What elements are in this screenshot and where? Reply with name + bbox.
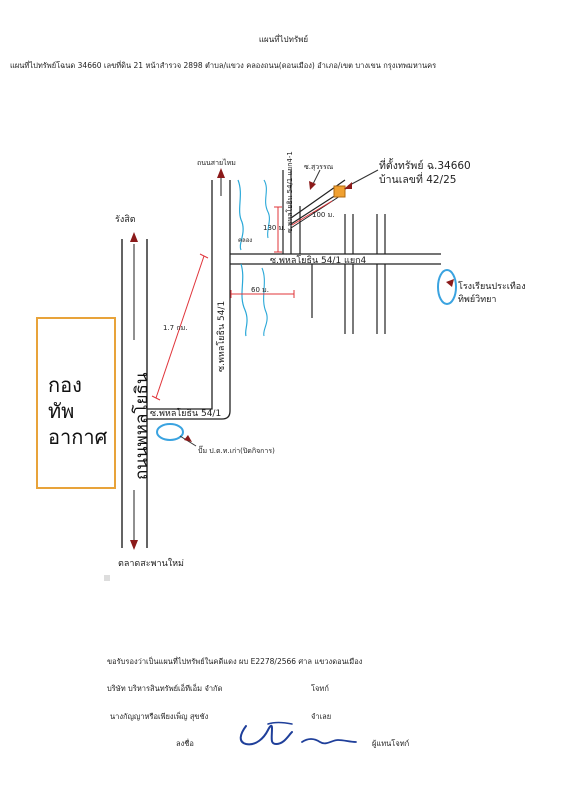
distance-60m: 60 ม. [251, 286, 269, 294]
soi-54-1-outer [147, 180, 213, 410]
distance-130m: 130 ม. [263, 224, 286, 232]
airforce-line-2: ทัพ [48, 399, 75, 423]
soi-sawan-label: ซ.สุวรรณ [304, 163, 334, 171]
plaintiff-role: โจทก์ [311, 684, 329, 693]
property-label-line2: บ้านเลขที่ 42/25 [379, 174, 457, 186]
canal-label: คลอง [238, 237, 253, 244]
main-road-label: ถนนพหลโยธิน [132, 372, 152, 480]
measure-1-7km [155, 255, 205, 399]
property-label-line1: ที่ตั้งทรัพย์ ฉ.34660 [379, 160, 471, 172]
map-description: แผนที่ไปทรัพย์โฉนด 34660 เลขที่ดิน 21 หน… [10, 61, 437, 70]
page-title: แผนที่ไปทรัพย์ [258, 35, 309, 44]
canal-north-2 [263, 179, 270, 239]
property-marker [333, 185, 346, 198]
airforce-line-1: กอง [48, 373, 82, 397]
sai-mai-arrow-head [217, 168, 225, 178]
property-pointer [347, 169, 379, 187]
airforce-area: กอง ทัพ อากาศ [36, 317, 116, 489]
certification-line: ขอรับรองว่าเป็นแผนที่ไปทรัพย์ในคดีแดง ผบ… [107, 657, 363, 666]
defendant-name: นางกัญญาหรือเพียงเพ็ญ สุขชัง [110, 712, 209, 721]
school-circle [437, 269, 457, 305]
school-pointer [446, 279, 454, 287]
gas-station-circle [156, 423, 184, 441]
measure-100m [291, 200, 333, 226]
north-arrow-head [130, 232, 138, 242]
canal-south-2 [261, 267, 268, 337]
gas-station-label: ปั๊ม ป.ต.ท.เก่า(ปิดกิจการ) [198, 447, 275, 455]
soi-54-1-4-1-label: ซ.พหลโยธิน 54/1 แยก4-1 [286, 151, 294, 233]
defendant-role: จำเลย [311, 712, 332, 721]
signature-caption: ลงชื่อ [176, 739, 194, 748]
soi-54-1-label: ซ.พหลโยธิน 54/1 [150, 409, 222, 419]
south-direction-label: ตลาดสะพานใหม่ [118, 559, 184, 569]
distance-1-7km: 1.7 กม. [163, 324, 188, 332]
sai-mai-road-label: ถนนสายไหม [197, 159, 236, 167]
signature-image [239, 721, 357, 746]
soi-54-1-4-label: ซ.พหลโยธิน 54/1 แยก4 [270, 256, 367, 266]
representative-role: ผู้แทนโจทก์ [372, 739, 410, 748]
plaintiff-name: บริษัท บริหารสินทรัพย์เอ็ทีเอ็ม จำกัด [107, 684, 223, 693]
canal-south-1 [240, 263, 248, 337]
soi-54-1-inner [147, 180, 231, 420]
school-label-line2: ทิพย์วิทยา [458, 295, 497, 305]
distance-100m: 100 ม. [312, 211, 335, 219]
school-label-line1: โรงเรียนประเทือง [458, 282, 526, 292]
canal-north [237, 179, 244, 251]
north-direction-label: รังสิต [115, 215, 136, 225]
airforce-line-3: อากาศ [48, 425, 108, 449]
south-arrow-head [130, 540, 138, 550]
watermark-box [104, 575, 110, 581]
soi-54-1-vertical-label: ซ.พหลโยธิน 54/1 [217, 300, 227, 372]
